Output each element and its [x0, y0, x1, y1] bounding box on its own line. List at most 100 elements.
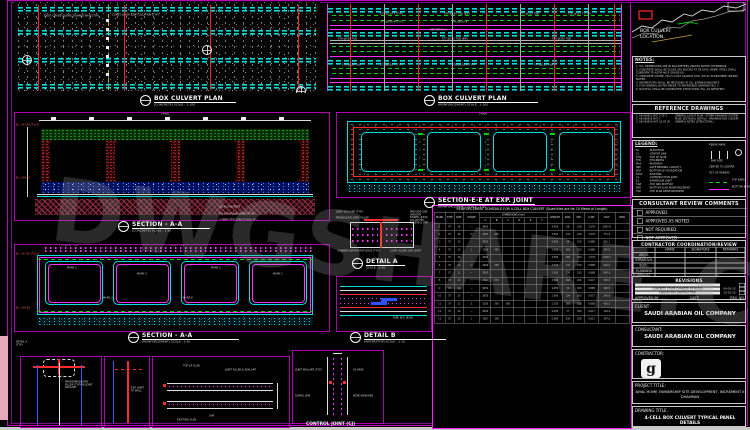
joint-cont-label: CONT. ALONG EXP. JOINT	[390, 249, 422, 253]
legend-item: BOF - BOTTOM OF FOUNDATION	[636, 169, 683, 173]
existing-slab-label: EXISTING SLAB	[177, 418, 197, 422]
section-marker-icon	[424, 197, 435, 208]
view-marker-icon	[140, 95, 151, 106]
detail-b-view: RUB. W.S. Ø230	[336, 276, 432, 332]
bar-size-label: BAR SIZE	[711, 159, 723, 163]
note-line: 4. WATERSTOPS SHALL BE PROVIDED AT ALL E…	[636, 81, 721, 85]
note-line: 3. CONCRETE COVER: 75mm CAST AGAINST SOI…	[636, 74, 738, 81]
legend-item: E.J. - EXPANSION JOINT	[636, 179, 672, 183]
legend-item: MAX - MAXIMUM	[636, 162, 663, 166]
rebar-callout-label: ST7 @150 T&B (EW)	[442, 37, 468, 41]
section-aa-reinf-label: SECTION - A-A (REINFORCEMENT) SCALE : 1-…	[128, 332, 239, 347]
annotation-label: CONST. & EXP. JOINT LOCATION (TYP)	[112, 13, 159, 17]
section-ee-view: 14900	[336, 112, 632, 198]
joint-filler-label: PREMOLDED JOINT FILLER	[336, 216, 369, 220]
wall-joint-detail-1: PREFORMED JOINT FILLER (TYP) W/ JOINT SE…	[20, 356, 102, 428]
review-option-row: APPROVED AS NOTED	[633, 216, 747, 226]
dowel-label: PROVIDE 20Ø SMOOTH DOWEL @300 C/C W/ PVC…	[410, 210, 429, 225]
legend-list: EL. - ELEVATION CL - CENTER LINE TOS - T…	[636, 149, 707, 193]
client-box: CLIENT : SAUDI ARABIAN OIL COMPANY	[632, 302, 746, 323]
note-line: 5. FOR GENERAL NOTES REFER TO REFERENCE …	[636, 84, 720, 88]
project-title-box: PROJECT TITLE: AJYAL HOME OWNERSHIP SITE…	[632, 381, 746, 404]
drawing-title-text: 4-CELL BOX CULVERT TYPICAL PANEL DETAILS	[644, 416, 736, 426]
joint-filler-note: PREFORMED JOINT FILLER (TYP) W/ JOINT SE…	[65, 380, 93, 390]
notes-list: 1. ALL DIMENSIONS ARE IN MILLIMETRES UNL…	[636, 65, 747, 91]
consultant-label: CONSULTANT:	[635, 327, 663, 332]
rebar-callout-label: SEE DETAIL A	[430, 28, 447, 32]
notes-title: NOTES:	[635, 58, 655, 63]
wall-joint-detail-2: EXP. JOINT AT WALL	[104, 356, 150, 428]
rev-number-box	[739, 283, 745, 287]
elevation-label-top: EL. +97.50 (T.O.S)	[16, 252, 40, 256]
contractor-label: CONTRACTOR:	[635, 351, 665, 356]
note-line: 6. BACKFILL SHALL BE COMPACTED STRUCTURA…	[636, 87, 726, 91]
section-aa-label: SECTION - A-A (CONCRETE) SCALE : 1-50	[118, 221, 211, 236]
mark-label: MARK 1	[273, 272, 283, 276]
revision-row	[635, 283, 745, 287]
checkbox-icon[interactable]	[637, 218, 643, 224]
cj-breaker-label: BOND BREAKER	[353, 394, 374, 398]
project-title-label: PROJECT TITLE:	[635, 383, 666, 388]
cj-sealant-label: JOINT SEALANT (TYP)	[295, 368, 322, 372]
section-aa-view: 14900 EL. +97.50 (T.O.S) EL. +94.50	[14, 112, 330, 221]
joint-sealant-label: JOINT FILLER & SEALANT	[225, 368, 257, 372]
reference-title: REFERENCE DRAWINGS	[633, 105, 745, 114]
location-marker	[638, 10, 653, 20]
rebar-callout-label: ST6 @150 B	[452, 20, 468, 24]
detail-a-label: DETAIL A SCALE : 1-10	[352, 258, 405, 273]
legend-item: EXST - EXISTING	[636, 172, 662, 176]
review-options: APPROVED APPROVED AS NOTED NOT REQUIRED …	[633, 208, 747, 242]
rebar-callout-label: ST6 @150 T&B	[338, 37, 357, 41]
joint-sealant-label: JOINT SEALANT (TYP)	[336, 210, 363, 214]
mark-label: MARK 3	[103, 296, 113, 300]
detail-a-typ-caption: DETAIL A(TYP)	[16, 340, 28, 347]
mark-label: MARK 2	[67, 266, 77, 270]
reference-drawings-box: REFERENCE DRAWINGS 1. AB-036913 SHT. 2 O…	[632, 104, 746, 138]
location-map-graphic	[632, 2, 746, 43]
consultant-name: SAUDI ARABIAN OIL COMPANY	[644, 334, 736, 340]
drawing-title-box: DRAWING TITLE: 4-CELL BOX CULVERT TYPICA…	[632, 406, 746, 427]
plan-reinforcement-label: BOX CULVERT PLAN (REINFORCEMENT) SCALE :…	[424, 95, 539, 110]
reference-row: 1. AB-036913 SHT. 2 OF 3 GENERAL LAYOUT …	[636, 115, 738, 118]
notes-box: NOTES: 1. ALL DIMENSIONS ARE IN MILLIMET…	[632, 56, 746, 102]
material-note: POLYETHYLENE SHEET (TYP)	[219, 212, 255, 216]
legend-item: EL. - ELEVATION	[636, 149, 664, 152]
rebar-callout-label: ST6 @150 T (TYP)	[568, 12, 591, 16]
sheet-border-outer	[7, 0, 748, 426]
reference-list: 1. AB-036913 SHT. 2 OF 3 GENERAL LAYOUT …	[636, 115, 747, 124]
rev-number-box	[739, 291, 745, 295]
legend-item: SBC - SAFE BEARING CAPACITY	[636, 165, 682, 169]
revision-row: ISSUED FOR CONSTRUCTION 12-01-15	[635, 291, 745, 295]
annotation-label: EXIST. GRADE SLOPES TOWARD WADI (TYP)	[44, 14, 99, 18]
plan-concrete-label: BOX CULVERT PLAN (CONCRETE) SCALE : 1-10…	[140, 95, 237, 110]
view-marker-icon	[424, 95, 435, 106]
contractor-logo-glyph: g	[646, 360, 656, 377]
rebar-callout-label: ST6 @150 B (TYP)	[452, 63, 475, 67]
mark-label: ST6 @150 T&B	[59, 244, 78, 247]
coordination-row: STRL/CIVIL	[633, 257, 747, 263]
checkbox-icon[interactable]	[637, 226, 643, 233]
control-joint-detail: JOINT SEALANT (TYP) 20 WIDE DOWEL BAR BO…	[292, 350, 384, 424]
rebar-mark-circle-icon	[735, 149, 742, 156]
coordination-box: CONTRACTOR COORDINATION/REVIEW NAME SIGN…	[632, 240, 747, 279]
mark-label: ST7 @150 T&B	[165, 244, 184, 247]
rebar-mark-label: REBAR MARK	[709, 143, 726, 147]
legend-item: C.J. - CONSTRUCTION JOINT	[636, 176, 678, 180]
checkbox-icon[interactable]	[637, 209, 643, 216]
legend-box: LEGEND: EL. - ELEVATION CL - CENTER LINE…	[632, 140, 750, 197]
detail-b-label: DETAIL B (WATERSTOP) SCALE : 1-10	[350, 332, 446, 347]
project-title-text: AJYAL HOME OWNERSHIP SITE DEVELOPMENT, I…	[635, 390, 745, 399]
contractor-logo: g	[641, 359, 661, 378]
elevation-label-top: EL. +97.50 (T.O.S)	[16, 123, 40, 127]
legend-item: T&B - TOP AND BOTTOM	[636, 182, 673, 186]
legend-item: TOS - TOP OF SLAB	[636, 155, 667, 159]
review-option-row: NOT REQUIRED	[633, 225, 747, 234]
cj-dowel-label: DOWEL BAR	[295, 394, 311, 398]
